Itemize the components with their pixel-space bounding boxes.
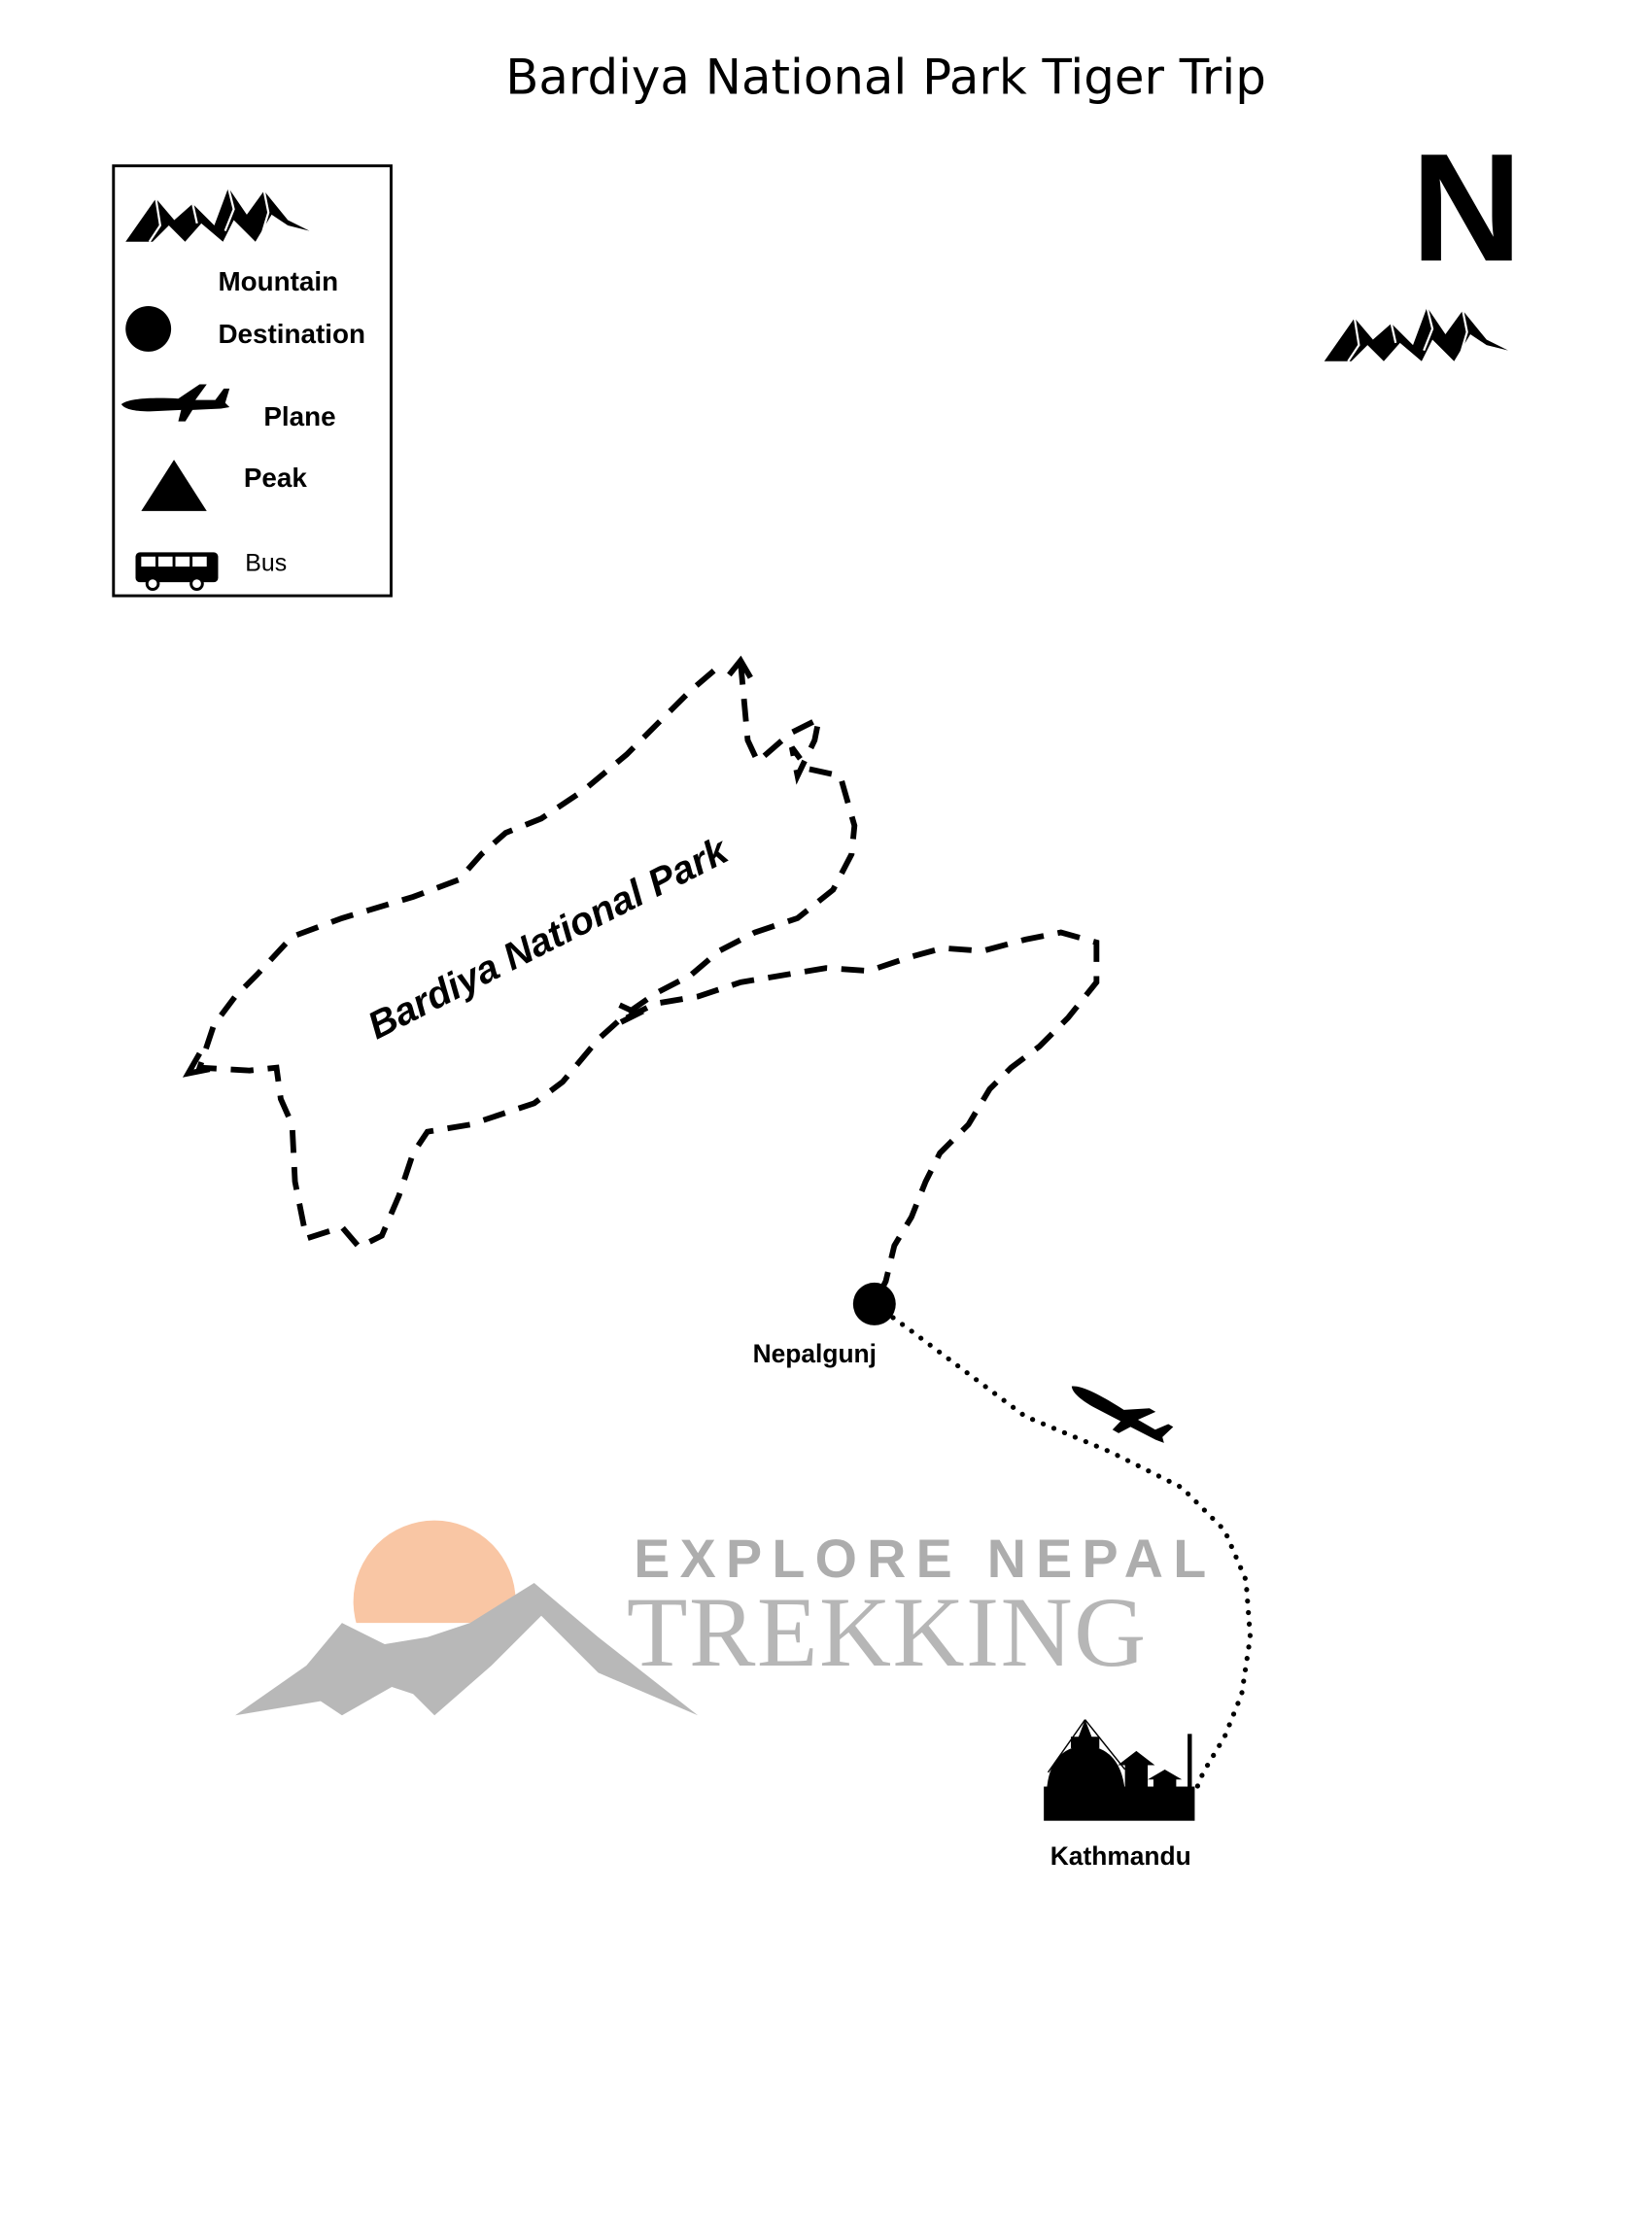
- legend-label-mountain: Mountain: [218, 266, 338, 296]
- plane-icon: [1063, 1368, 1176, 1456]
- legend-bus-icon: [135, 552, 219, 591]
- legend-label-bus: Bus: [245, 549, 287, 576]
- north-indicator: N: [1411, 121, 1522, 293]
- legend-destination-icon: [125, 305, 172, 352]
- watermark-line2: TREKKING: [627, 1578, 1148, 1688]
- sun-icon: [353, 1520, 516, 1624]
- route-arrow-icon: [182, 1051, 211, 1078]
- watermark-line1: EXPLORE NEPAL: [634, 1529, 1216, 1589]
- watermark-logo: EXPLORE NEPAL TREKKING: [235, 1520, 1216, 1716]
- place-label-nepalgunj: Nepalgunj: [753, 1339, 877, 1368]
- legend-peak-icon: [141, 460, 207, 511]
- legend-label-plane: Plane: [263, 401, 335, 431]
- park-boundary-route: [195, 661, 858, 1251]
- route-arrow-icon: [618, 1002, 645, 1025]
- watermark-mountains-icon: [235, 1583, 699, 1716]
- park-label: Bardiya National Park: [361, 828, 737, 1048]
- map-title: Bardiya National Park Tiger Trip: [505, 50, 1266, 106]
- place-label-kathmandu: Kathmandu: [1050, 1841, 1191, 1871]
- nepalgunj-destination-icon[interactable]: [852, 1282, 896, 1325]
- flight-route-line: [872, 1301, 1254, 1800]
- legend: Mountain Destination Plane Peak Bus: [112, 164, 393, 598]
- route-arrow-icon: [727, 655, 753, 679]
- mountain-icon: [1323, 306, 1510, 362]
- legend-label-destination: Destination: [218, 319, 365, 349]
- bus-route-line: [625, 929, 1100, 1300]
- legend-label-peak: Peak: [244, 463, 308, 493]
- kathmandu-skyline-icon[interactable]: [1044, 1719, 1195, 1821]
